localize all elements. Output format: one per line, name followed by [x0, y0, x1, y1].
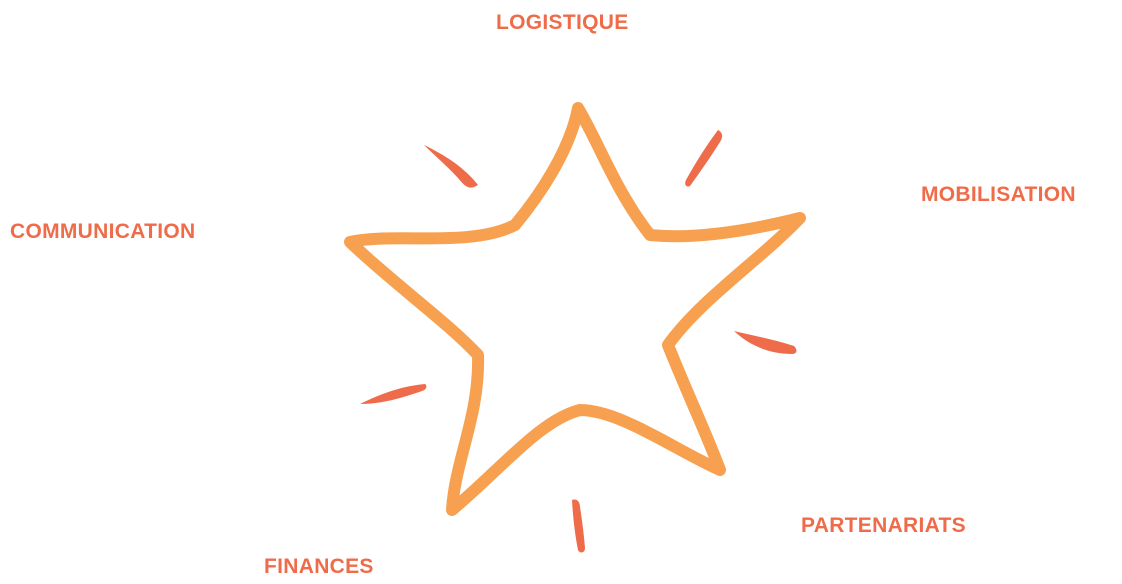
- spark-ray-icon: [734, 331, 797, 354]
- label-finances: FINANCES: [264, 555, 374, 578]
- label-partenariats: PARTENARIATS: [801, 514, 966, 537]
- star-icon: [344, 102, 806, 516]
- spark-ray-icon: [360, 384, 427, 404]
- label-communication: COMMUNICATION: [10, 220, 196, 243]
- spark-ray-icon: [572, 499, 585, 553]
- label-mobilisation: MOBILISATION: [921, 183, 1076, 206]
- spark-ray-icon: [424, 145, 478, 188]
- spark-ray-icon: [685, 130, 723, 187]
- label-logistique: LOGISTIQUE: [496, 11, 629, 34]
